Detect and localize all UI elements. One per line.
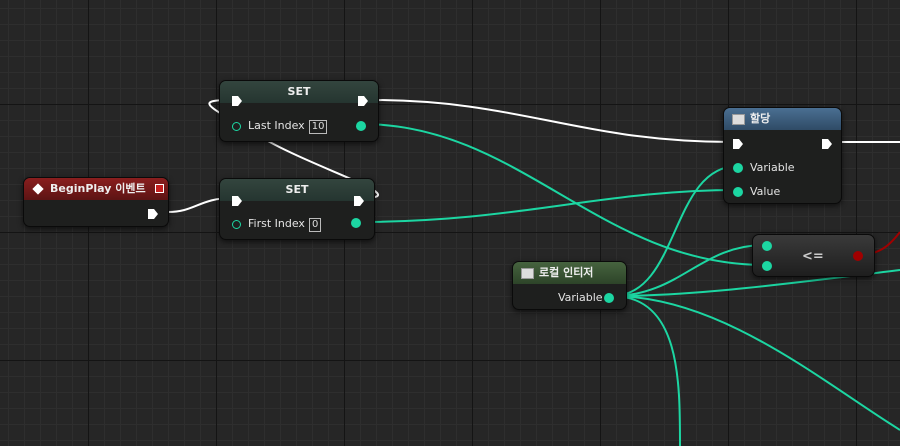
exec-in-pin[interactable] (231, 95, 243, 107)
compare-b-pin[interactable] (762, 261, 772, 271)
wire-local-down-right (611, 295, 900, 431)
exec-out-pin[interactable] (353, 195, 365, 207)
first-index-label: First Index (248, 217, 305, 230)
exec-out-pin[interactable] (147, 208, 159, 220)
wire-local-to-assign-variable (611, 165, 739, 297)
assign-title: 할당 (750, 112, 771, 125)
assign-node[interactable]: 할당 Variable Value (723, 107, 842, 204)
compare-result-pin[interactable] (853, 251, 863, 261)
local-variable-label: Variable (558, 291, 603, 304)
last-index-input-pin[interactable] (232, 122, 241, 131)
delegate-pin-icon[interactable] (155, 184, 164, 193)
assign-value-label: Value (750, 185, 781, 198)
local-variable-output-pin[interactable] (604, 293, 614, 303)
last-index-label: Last Index (248, 119, 305, 132)
set-node-title: SET (220, 81, 378, 103)
local-integer-node[interactable]: 로컬 인티저 Variable (512, 261, 627, 310)
first-index-input-pin[interactable] (232, 220, 241, 229)
local-integer-title: 로컬 인티저 (539, 266, 594, 279)
variable-icon (732, 114, 745, 125)
exec-in-pin[interactable] (231, 195, 243, 207)
event-diamond-icon (32, 183, 44, 195)
last-index-output-pin[interactable] (356, 121, 366, 131)
compare-node[interactable]: <= (752, 234, 875, 277)
compare-operator: <= (802, 249, 824, 264)
assign-value-pin[interactable] (733, 187, 743, 197)
wire-local-to-compare (611, 244, 766, 297)
exec-in-pin[interactable] (732, 138, 744, 150)
assign-variable-pin[interactable] (733, 163, 743, 173)
wire-last-index-to-compare (361, 123, 766, 266)
assign-variable-label: Variable (750, 161, 795, 174)
wire-exec-set-last-to-assign (371, 99, 733, 143)
wire-exec-set-first-to-set-last (208, 99, 380, 199)
exec-out-pin[interactable] (821, 138, 833, 150)
wire-first-index-to-assign-value (356, 189, 739, 223)
first-index-output-pin[interactable] (351, 218, 361, 228)
variable-icon (521, 268, 534, 279)
compare-a-pin[interactable] (762, 241, 772, 251)
begin-play-title: BeginPlay 이벤트 (50, 182, 146, 195)
wire-local-down (611, 295, 681, 446)
begin-play-node[interactable]: BeginPlay 이벤트 (23, 177, 169, 227)
first-index-value[interactable]: 0 (308, 218, 322, 232)
set-node-title: SET (220, 179, 374, 201)
last-index-value[interactable]: 10 (308, 120, 328, 134)
exec-out-pin[interactable] (357, 95, 369, 107)
